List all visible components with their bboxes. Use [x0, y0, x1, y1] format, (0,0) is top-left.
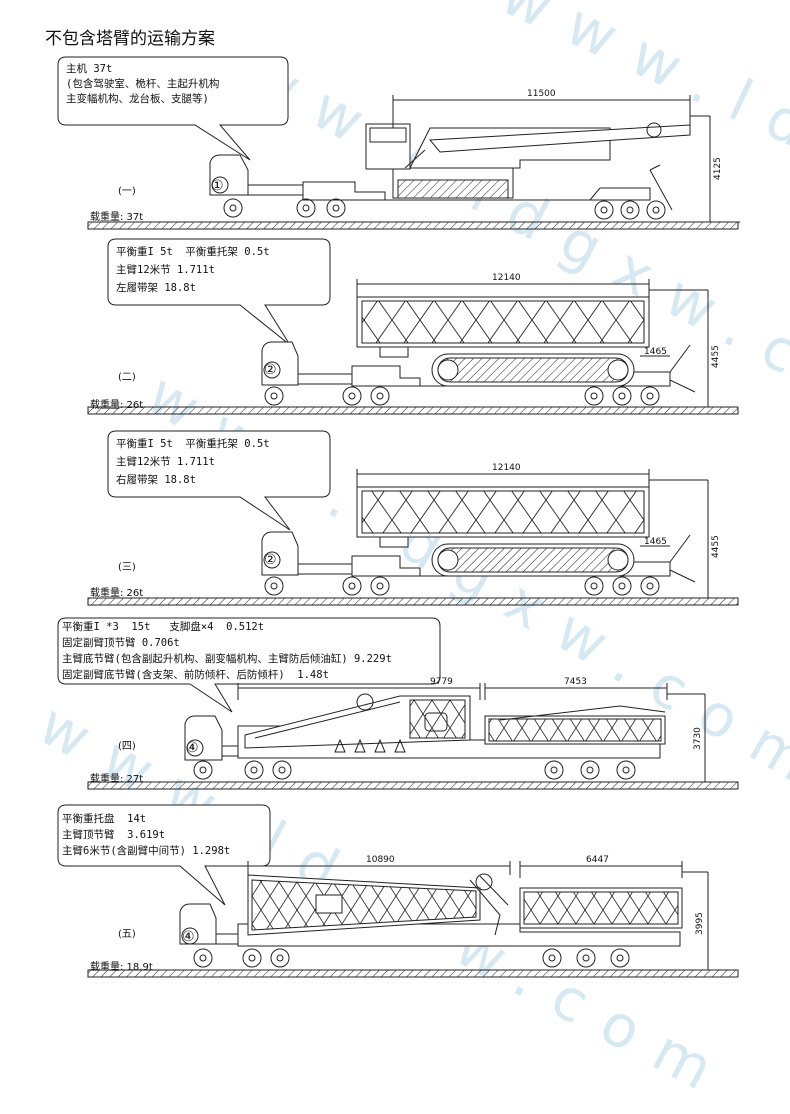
section-4-label: (四)	[118, 741, 136, 752]
section-2-drawing	[87, 238, 739, 415]
section-1-drawing	[57, 56, 740, 230]
page-title: 不包含塔臂的运输方案	[45, 29, 215, 49]
section-2-dim-1465: 1465	[644, 347, 667, 357]
section-2-dim-height: 4455	[711, 345, 721, 368]
section-5-callout-line: 平衡重托盘 14t	[62, 813, 147, 825]
section-5-drawing	[57, 804, 739, 978]
section-2-load: 载重量: 26t	[90, 400, 144, 411]
section-3-dim-height: 4455	[711, 535, 721, 558]
section-4-drawing	[57, 617, 739, 790]
section-4-callout-line: 固定副臂底节臂(含支架、前防倾杆、后防倾杆) 1.48t	[62, 669, 329, 681]
section-1-load: 载重量: 37t	[90, 212, 144, 223]
section-4-load: 载重量: 27t	[90, 774, 144, 785]
section-3-load: 载重量: 26t	[90, 588, 144, 599]
section-1-dim-length: 11500	[527, 89, 556, 99]
section-2-callout-line: 平衡重I 5t 平衡重托架 0.5t	[116, 246, 270, 258]
section-2-label: (二)	[118, 372, 136, 383]
transport-diagram: www.ldgxw.com www.ldgxw.com www.ldgxw.co…	[28, 0, 790, 1114]
section-1-number: ①	[211, 178, 224, 194]
section-4-dim-length-2: 7453	[564, 677, 587, 687]
section-1-callout-line: (包含驾驶室、桅杆、主起升机构	[66, 78, 220, 90]
section-1-dim-height: 4125	[713, 157, 723, 180]
section-5-number: ④	[182, 929, 195, 945]
section-5-callout-line: 主臂6米节(含副臂中间节) 1.298t	[62, 845, 231, 857]
section-2-callout-line: 主臂12米节 1.711t	[116, 264, 215, 276]
section-4-callout-line: 固定副臂顶节臂 0.706t	[62, 637, 180, 649]
section-3-callout-line: 平衡重I 5t 平衡重托架 0.5t	[116, 438, 270, 450]
section-3-callout-line: 主臂12米节 1.711t	[116, 456, 215, 468]
section-1-callout-line: 主机 37t	[66, 63, 113, 75]
section-4-number: ④	[186, 740, 199, 756]
section-3-dim-1465: 1465	[644, 537, 667, 547]
section-4-dim-length-1: 9779	[430, 677, 453, 687]
section-1-label: (一)	[118, 186, 136, 197]
section-3-number: ②	[264, 552, 277, 568]
section-2-callout-line: 左履带架 18.8t	[116, 282, 196, 294]
section-4-callout-line: 主臂底节臂(包含副起升机构、副变幅机构、主臂防后倾油缸) 9.229t	[62, 653, 392, 665]
section-5-dim-height: 3995	[695, 912, 705, 935]
section-1-callout-line: 主变幅机构、龙台板、支腿等)	[66, 93, 209, 105]
section-3-drawing	[87, 430, 739, 606]
section-3-dim-length: 12140	[492, 463, 521, 473]
section-2-dim-length: 12140	[492, 273, 521, 283]
section-3-label: (三)	[118, 562, 136, 573]
section-5-dim-length-1: 10890	[366, 855, 395, 865]
section-4-dim-height: 3730	[693, 727, 703, 750]
section-3-callout-line: 右履带架 18.8t	[116, 474, 196, 486]
section-2-number: ②	[264, 362, 277, 378]
section-5-dim-length-2: 6447	[586, 855, 609, 865]
section-5-label: (五)	[118, 929, 136, 940]
section-5-load: 载重量: 18.9t	[90, 962, 153, 973]
section-4-callout-line: 平衡重I *3 15t 支脚盘×4 0.512t	[62, 621, 265, 633]
section-5-callout-line: 主臂顶节臂 3.619t	[62, 829, 166, 841]
diagram-drawing	[57, 56, 740, 978]
